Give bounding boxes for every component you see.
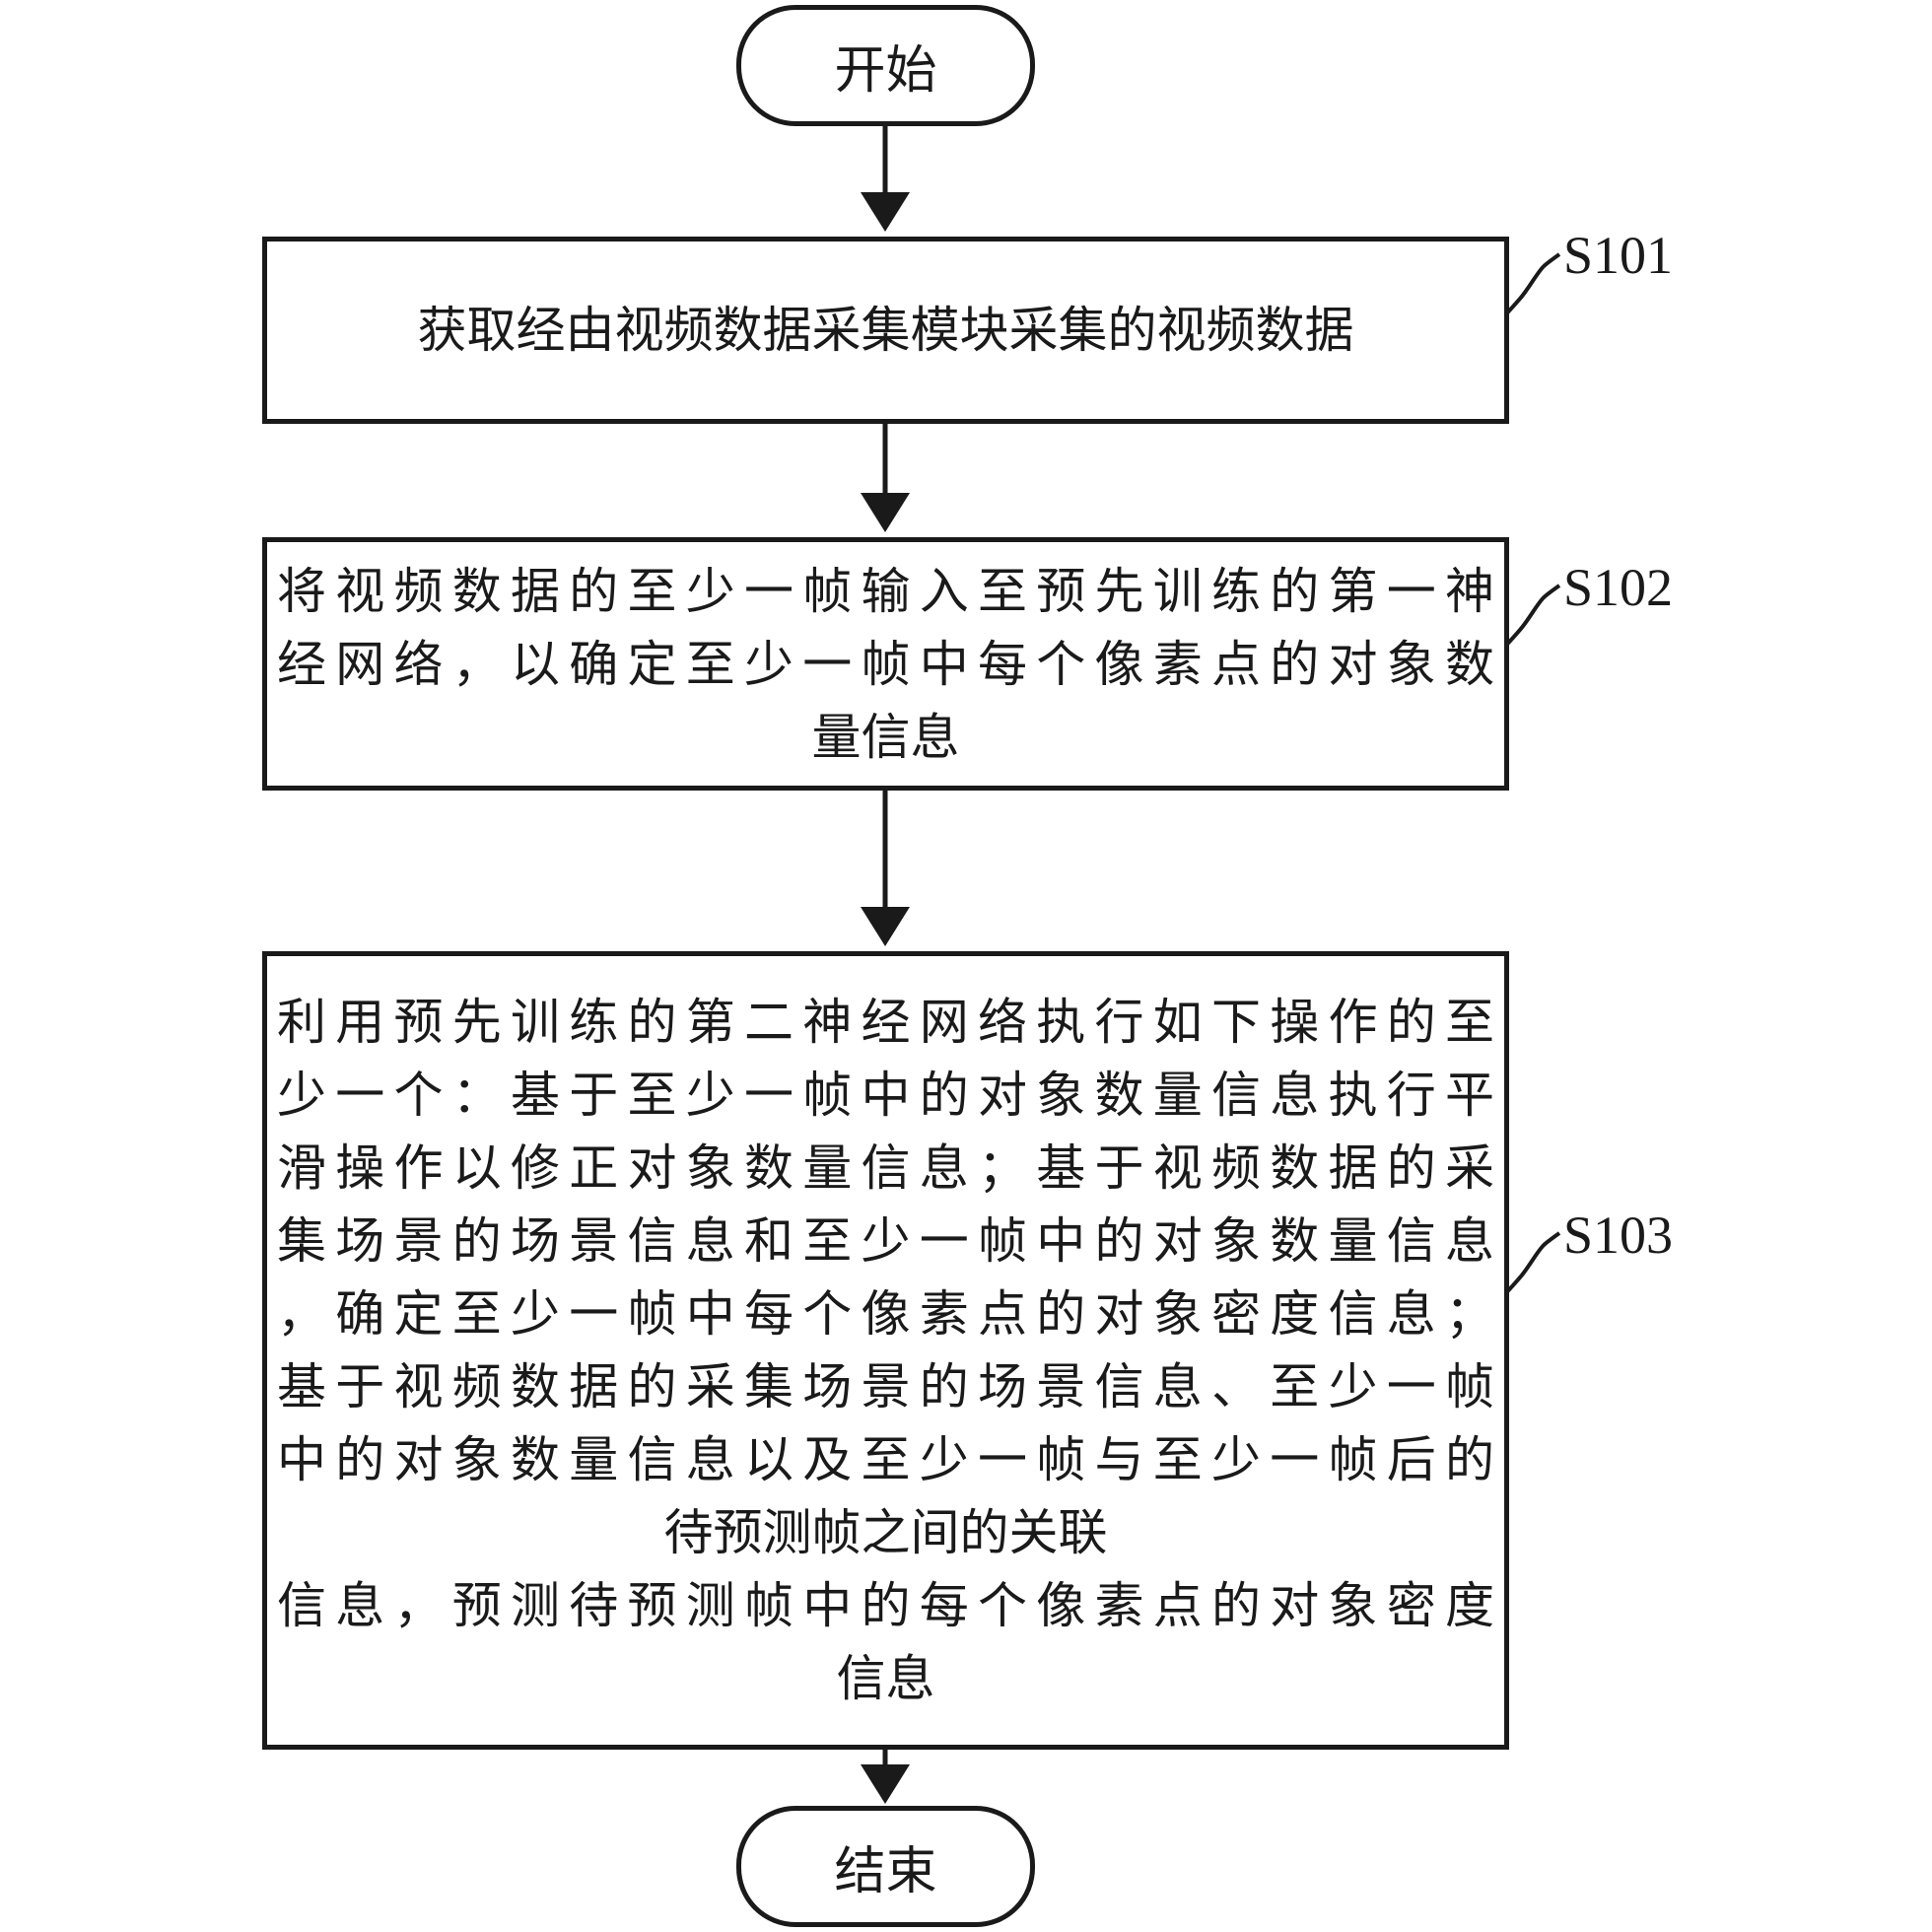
s103-line-7: 中的对象数量信息以及至少一帧与至少一帧后的 — [277, 1431, 1494, 1488]
step-box-s102: 将视频数据的至少一帧输入至预先训练的第一神 经网络，以确定至少一帧中每个像素点的… — [262, 537, 1509, 791]
s101-line: 获取经由视频数据采集模块采集的视频数据 — [417, 302, 1354, 359]
s103-line-4: 集场景的场景信息和至少一帧中的对象数量信息 — [277, 1212, 1494, 1270]
start-terminal: 开始 — [736, 5, 1035, 126]
s103-leader — [1501, 1231, 1561, 1298]
s103-line-9: 信息，预测待预测帧中的每个像素点的对象密度 — [277, 1577, 1494, 1634]
s103-line-10: 信息 — [836, 1650, 935, 1707]
s103-line-5: ，确定至少一帧中每个像素点的对象密度信息； — [277, 1285, 1494, 1343]
step-label-s103: S103 — [1563, 1206, 1674, 1265]
end-label: 结束 — [834, 1842, 937, 1901]
s103-line-8: 待预测帧之间的关联 — [663, 1504, 1108, 1561]
s103-line-1: 利用预先训练的第二神经网络执行如下操作的至 — [277, 994, 1494, 1051]
step-box-s103: 利用预先训练的第二神经网络执行如下操作的至 少一个：基于至少一帧中的对象数量信息… — [262, 951, 1509, 1750]
s103-line-2: 少一个：基于至少一帧中的对象数量信息执行平 — [277, 1067, 1494, 1124]
end-terminal: 结束 — [736, 1806, 1035, 1927]
s103-line-6: 基于视频数据的采集场景的场景信息、至少一帧 — [277, 1358, 1494, 1415]
s102-line-3: 量信息 — [811, 708, 960, 766]
s103-line-3: 滑操作以修正对象数量信息；基于视频数据的采 — [277, 1139, 1494, 1197]
step-box-s101: 获取经由视频数据采集模块采集的视频数据 — [262, 237, 1509, 424]
s102-leader — [1501, 584, 1561, 651]
s102-line-1: 将视频数据的至少一帧输入至预先训练的第一神 — [277, 562, 1494, 620]
start-label: 开始 — [834, 41, 937, 101]
step-label-s101: S101 — [1563, 226, 1674, 285]
s102-line-2: 经网络，以确定至少一帧中每个像素点的对象数 — [277, 635, 1494, 693]
step-label-s102: S102 — [1563, 558, 1674, 617]
s101-leader — [1501, 252, 1561, 319]
